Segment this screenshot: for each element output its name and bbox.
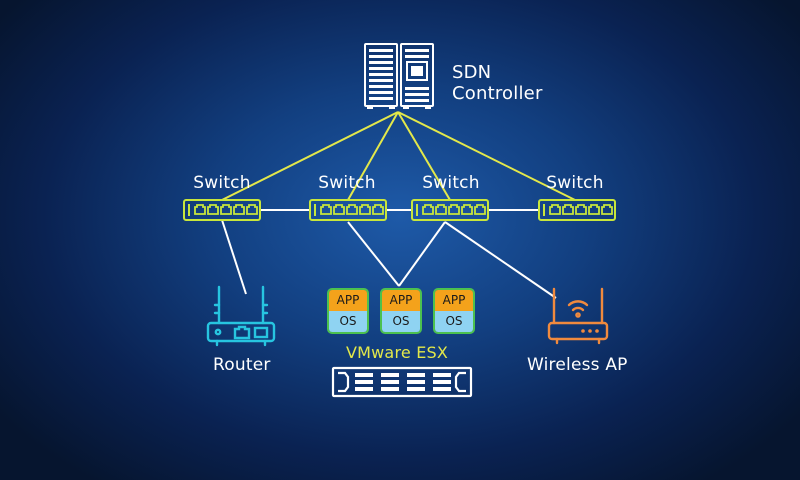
data-link-sw2-esx bbox=[347, 221, 400, 287]
wireless-ap-label: Wireless AP bbox=[527, 355, 628, 375]
switch-label-4: Switch bbox=[546, 173, 604, 193]
switch-icon bbox=[538, 199, 616, 221]
vm-3-os-label: OS bbox=[435, 311, 473, 332]
switch-icon bbox=[411, 199, 489, 221]
control-link-switch-1 bbox=[221, 111, 399, 201]
server-rack-icon bbox=[364, 43, 434, 109]
esx-label: VMware ESX bbox=[346, 343, 449, 362]
data-link-sw3-esx bbox=[398, 221, 446, 287]
control-link-switch-2 bbox=[347, 111, 399, 201]
vm-3: APP OS bbox=[433, 288, 475, 334]
switch-label-1: Switch bbox=[193, 173, 251, 193]
controller-label-line-1: SDN bbox=[452, 62, 492, 83]
vm-3-app-label: APP bbox=[435, 290, 473, 311]
control-link-switch-3 bbox=[397, 111, 451, 201]
switch-icon bbox=[183, 199, 261, 221]
switch-label-2: Switch bbox=[318, 173, 376, 193]
data-link-sw3-wireless-ap bbox=[444, 221, 557, 299]
vm-1-app-label: APP bbox=[329, 290, 367, 311]
wireless-ap-icon bbox=[547, 287, 609, 345]
router-label: Router bbox=[213, 355, 271, 375]
vm-2-app-label: APP bbox=[382, 290, 420, 311]
server-chassis-icon bbox=[331, 366, 473, 398]
vm-1: APP OS bbox=[327, 288, 369, 334]
vm-1-os-label: OS bbox=[329, 311, 367, 332]
controller-label-line-2: Controller bbox=[452, 83, 543, 104]
data-link-sw1-router bbox=[221, 219, 247, 295]
switch-label-3: Switch bbox=[422, 173, 480, 193]
control-link-switch-4 bbox=[397, 111, 576, 201]
vm-2: APP OS bbox=[380, 288, 422, 334]
switch-icon bbox=[309, 199, 387, 221]
router-icon bbox=[206, 285, 276, 347]
vm-2-os-label: OS bbox=[382, 311, 420, 332]
